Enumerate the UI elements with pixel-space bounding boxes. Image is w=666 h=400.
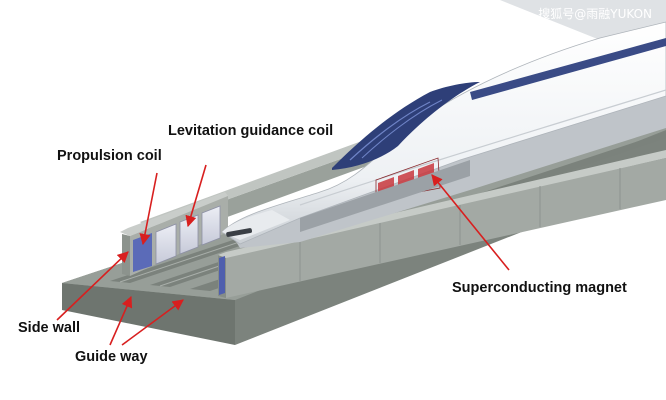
label-superconducting-magnet: Superconducting magnet (452, 280, 627, 296)
arrow-side-wall (56, 251, 129, 321)
right-side-wall (218, 150, 666, 298)
arrow-guide-way-1 (109, 295, 133, 346)
arrow-superconducting-magnet (431, 174, 510, 271)
background-shade (500, 0, 666, 95)
label-propulsion-coil: Propulsion coil (57, 148, 162, 164)
cockpit-window (332, 82, 480, 170)
maglev-train (221, 21, 666, 248)
label-side-wall: Side wall (18, 320, 81, 336)
label-levitation-guidance-coil: Levitation guidance coil (168, 123, 334, 139)
watermark: 搜狐号@雨融YUKON (538, 7, 652, 21)
annotation-arrows (56, 164, 510, 346)
arrow-guide-way-2 (121, 299, 184, 346)
arrow-levitation-coil (185, 164, 207, 228)
label-guide-way: Guide way (75, 349, 148, 365)
arrow-propulsion-coil (139, 172, 158, 246)
